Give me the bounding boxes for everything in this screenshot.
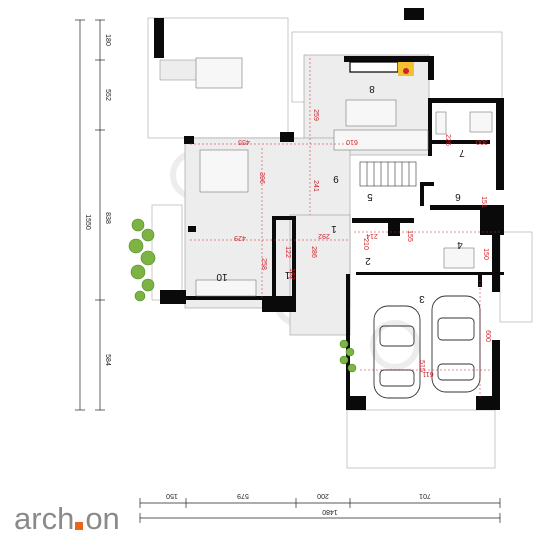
dim-292: 292	[318, 232, 330, 239]
dim-left-seg3: 838	[104, 212, 111, 224]
dim-515: 515	[418, 360, 425, 372]
dim-bottom-total: 1480	[322, 508, 338, 515]
dim-bottom-seg2: 579	[237, 492, 249, 499]
room-4: 4	[457, 239, 463, 250]
stairs	[359, 161, 417, 187]
furniture	[195, 57, 493, 297]
dim-155: 155	[406, 230, 413, 242]
logo-text-part1: arch	[14, 500, 75, 536]
dim-left-seg4: 584	[104, 354, 111, 366]
car-right	[431, 295, 481, 393]
logo-square-icon	[75, 522, 84, 530]
bottom-dimension-chain	[139, 498, 501, 523]
red-dim-lines	[190, 58, 500, 400]
dim-151: 151	[480, 196, 487, 208]
left-dimension-chain	[75, 19, 105, 411]
room-5: 5	[367, 191, 373, 202]
dim-429: 429	[234, 234, 246, 241]
dim-455: 455	[238, 138, 250, 145]
dim-610: 610	[346, 138, 358, 145]
fireplace	[349, 61, 414, 76]
dim-396: 396	[258, 172, 265, 184]
dim-left-seg1: 180	[104, 34, 111, 46]
dim-182: 182	[288, 268, 295, 280]
dim-611: 611	[422, 370, 433, 377]
room-10: 10	[216, 271, 228, 282]
dim-122: 122	[284, 246, 291, 258]
room-7: 7	[459, 147, 465, 158]
walls	[154, 8, 504, 410]
dim-259: 259	[312, 109, 319, 121]
room-2: 2	[365, 255, 371, 266]
dim-286: 286	[310, 246, 317, 258]
dim-600: 600	[484, 330, 491, 342]
dim-241: 241	[312, 180, 319, 192]
room-8: 8	[369, 83, 375, 94]
dim-left-seg2: 552	[104, 89, 111, 101]
dim-258: 258	[260, 258, 267, 270]
trees	[128, 218, 357, 373]
room-6: 6	[455, 191, 461, 202]
dim-214: 214	[366, 232, 378, 239]
room-9: 9	[333, 173, 339, 184]
archon-logo: arch on	[14, 500, 120, 536]
dim-bottom-seg1: 150	[166, 492, 178, 499]
room-1: 1	[331, 223, 337, 234]
dim-300: 300	[476, 138, 488, 145]
room-11: 11	[284, 269, 295, 280]
dim-bottom-seg3: 200	[317, 492, 329, 499]
dim-150s: 150	[482, 248, 489, 260]
dim-bottom-seg4: 701	[419, 492, 431, 499]
room-3: 3	[419, 293, 425, 304]
dim-210: 210	[362, 238, 369, 250]
logo-text-part2: on	[85, 500, 120, 536]
dim-226: 226	[444, 134, 451, 146]
dim-left-total: 1550	[84, 214, 91, 230]
